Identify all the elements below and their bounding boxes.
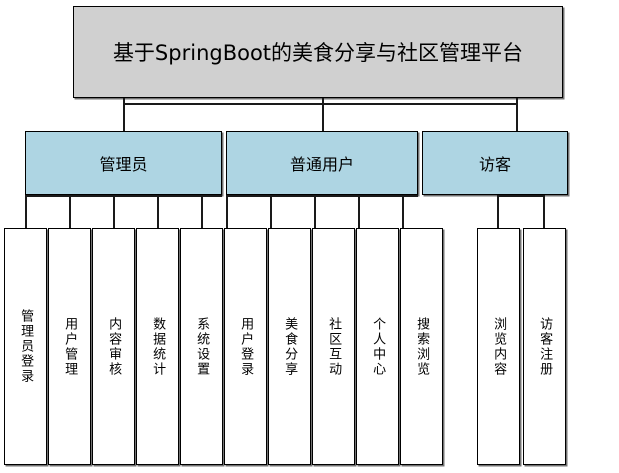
role-label-admin: 管理员 bbox=[99, 155, 148, 174]
connector-admin-child-4 bbox=[201, 195, 203, 228]
connector-root-to-admin bbox=[123, 98, 125, 131]
connector-user-child-2 bbox=[314, 195, 316, 228]
leaf-label-admin-login: 管理员登录 bbox=[18, 309, 34, 384]
leaf-box-guest-register: 访客注册 bbox=[523, 228, 566, 465]
leaf-box-system-settings: 系统设置 bbox=[180, 228, 223, 465]
leaf-box-personal-center: 个人中心 bbox=[356, 228, 399, 465]
role-box-admin: 管理员 bbox=[25, 131, 222, 195]
leaf-box-content-review: 内容审核 bbox=[92, 228, 135, 465]
leaf-label-search-browse: 搜索浏览 bbox=[414, 316, 430, 377]
connector-root-to-user bbox=[322, 98, 324, 131]
leaf-box-admin-login: 管理员登录 bbox=[4, 228, 47, 465]
root-horizontal-connector bbox=[123, 103, 517, 105]
connector-guest-child-0 bbox=[497, 195, 499, 228]
connector-admin-child-2 bbox=[113, 195, 115, 228]
connector-user-child-3 bbox=[358, 195, 360, 228]
user-horizontal-connector bbox=[226, 195, 418, 197]
connector-admin-child-0 bbox=[25, 195, 27, 228]
leaf-box-browse-content: 浏览内容 bbox=[477, 228, 520, 465]
connector-guest-child-1 bbox=[543, 195, 545, 228]
leaf-label-guest-register: 访客注册 bbox=[537, 316, 553, 377]
connector-user-child-1 bbox=[270, 195, 272, 228]
leaf-box-user-management: 用户管理 bbox=[48, 228, 91, 465]
leaf-box-food-sharing: 美食分享 bbox=[268, 228, 311, 465]
leaf-label-food-sharing: 美食分享 bbox=[282, 316, 298, 377]
leaf-label-data-statistics: 数据统计 bbox=[150, 316, 166, 377]
role-box-user: 普通用户 bbox=[226, 131, 418, 195]
leaf-box-user-login: 用户登录 bbox=[224, 228, 267, 465]
leaf-label-content-review: 内容审核 bbox=[106, 316, 122, 377]
connector-admin-child-1 bbox=[69, 195, 71, 228]
role-label-guest: 访客 bbox=[478, 155, 511, 174]
leaf-box-search-browse: 搜索浏览 bbox=[400, 228, 443, 465]
role-box-guest: 访客 bbox=[422, 131, 568, 195]
leaf-label-browse-content: 浏览内容 bbox=[491, 316, 507, 377]
connector-root-to-guest bbox=[516, 98, 518, 131]
leaf-label-user-management: 用户管理 bbox=[62, 316, 78, 377]
leaf-label-system-settings: 系统设置 bbox=[194, 316, 210, 377]
connector-admin-child-3 bbox=[157, 195, 159, 228]
guest-horizontal-connector bbox=[497, 195, 545, 197]
leaf-label-community-interaction: 社区互动 bbox=[326, 316, 342, 377]
role-label-user: 普通用户 bbox=[289, 155, 354, 174]
root-title-box: 基于SpringBoot的美食分享与社区管理平台 bbox=[73, 6, 563, 98]
admin-horizontal-connector bbox=[25, 195, 222, 197]
root-title-label: 基于SpringBoot的美食分享与社区管理平台 bbox=[112, 41, 524, 65]
leaf-box-community-interaction: 社区互动 bbox=[312, 228, 355, 465]
connector-user-child-4 bbox=[402, 195, 404, 228]
leaf-label-user-login: 用户登录 bbox=[238, 316, 254, 377]
connector-user-child-0 bbox=[226, 195, 228, 228]
leaf-box-data-statistics: 数据统计 bbox=[136, 228, 179, 465]
leaf-label-personal-center: 个人中心 bbox=[370, 316, 386, 377]
